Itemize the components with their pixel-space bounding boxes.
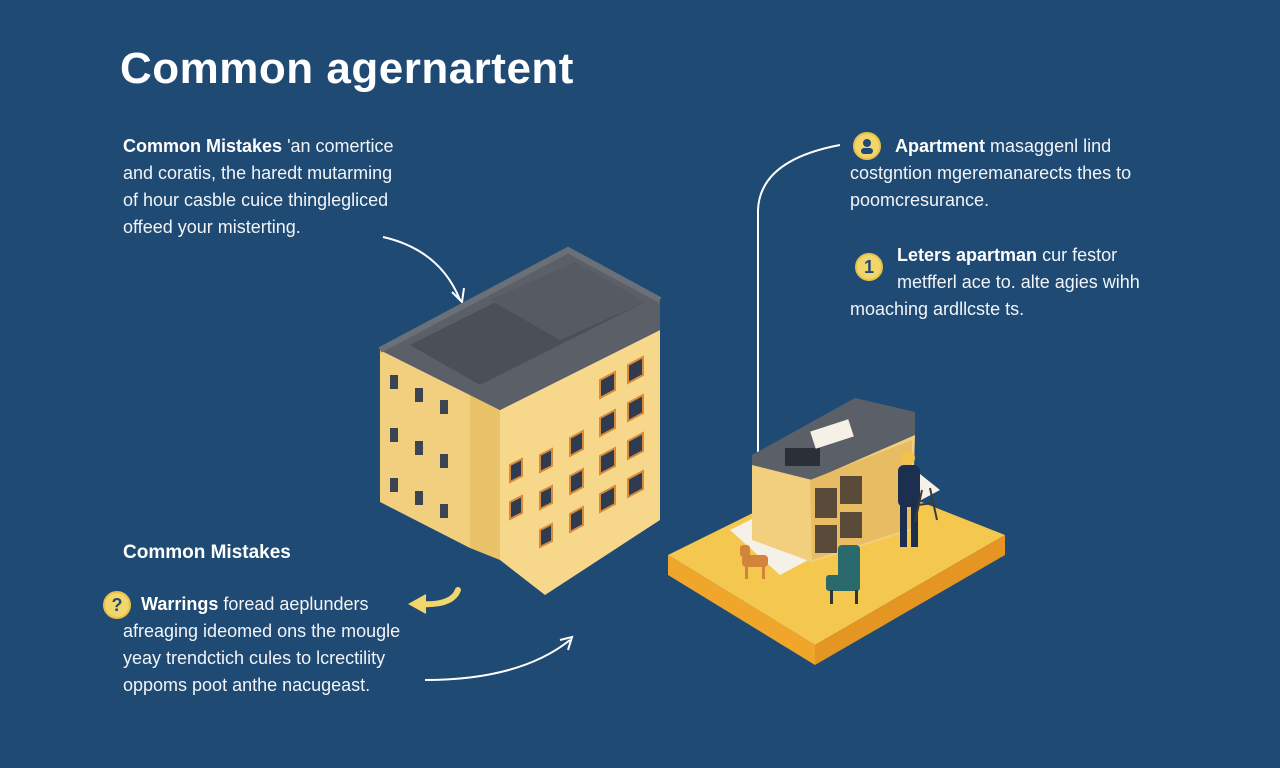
text-block-common-mistakes: Common Mistakes 'an comertice and corati… [123,133,394,241]
yellow-arrow-head [408,594,426,614]
text-line: costgntion mgeremanarects thes to [850,163,1132,183]
text-line: yeay trendctich cules to lcrectility [123,648,386,668]
text-line: and coratis, the haredt mutarming [123,163,393,183]
arrow-head-1 [451,287,465,305]
arrow-head-2 [559,635,574,651]
question-badge-icon: ? [103,591,131,619]
text-block-apartment: Apartment masaggenl lind [895,133,1111,160]
text-line: 'an comertice [287,136,394,156]
text-block-letters-apartman: Leters apartman cur festor metfferl ace … [897,242,1140,296]
bold-label: Apartment [895,136,986,156]
bold-label: Warrings [141,594,219,614]
text-line: moaching ardllcste ts. [850,299,1025,319]
text-line: masaggenl lind [990,136,1112,156]
connector-line-right [757,144,841,455]
page-title: Common agernartent [120,44,574,93]
text-line: metfferl ace to. alte agies wihh [897,272,1140,292]
dog [740,545,768,579]
text-line: cur festor [1042,245,1118,265]
arrow-bottom [424,639,571,681]
text-line: afreaging ideomed ons the mougle [123,621,401,641]
chair [826,545,860,604]
text-line: foread aeplunders [223,594,369,614]
text-block-letters-cont: moaching ardllcste ts. [850,296,1024,323]
apartment-platform-scene [668,398,1005,665]
text-line: poomcresurance. [850,190,990,210]
text-block-warnings-cont: afreaging ideomed ons the mougle yeay tr… [123,618,400,699]
text-block-apartment-cont: costgntion mgeremanarects thes to poomcr… [850,160,1131,214]
apartment-building [378,246,662,595]
text-line: of hour casble cuice thinglegliced [123,190,389,210]
section-heading-common-mistakes: Common Mistakes [123,542,291,563]
text-block-warnings: Warrings foread aeplunders [141,591,368,618]
bold-label: Leters apartman [897,245,1038,265]
number-badge-icon: 1 [855,253,883,281]
bold-label: Common Mistakes [123,136,283,156]
person-icon [853,132,881,160]
text-line: offeed your misterting. [123,217,301,237]
text-line: oppoms poot anthe nacugeast. [123,675,371,695]
arrow-to-building [382,236,461,301]
person-figure [898,451,920,547]
